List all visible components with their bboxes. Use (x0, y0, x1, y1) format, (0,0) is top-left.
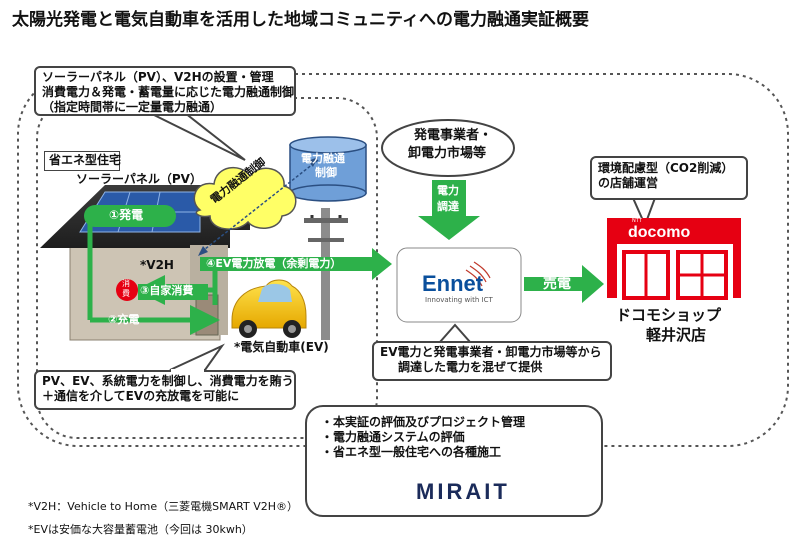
mirait-line: ・本実証の評価及びプロジェクト管理 (321, 415, 526, 429)
consumption-badge: 消 費 (116, 279, 138, 301)
callout-line: の店舗運営 (598, 176, 659, 190)
mirait-line: ・電力融通システムの評価 (321, 430, 465, 444)
market-label-line-2: 卸電力市場等 (408, 146, 487, 161)
db-label-line-2: 制御 (315, 166, 337, 179)
ennet-logo-mark (465, 261, 491, 287)
ev-discharge-label: ④EV電力放電（余剰電力） (206, 257, 342, 270)
market-label-line-1: 発電事業者・ (414, 128, 493, 143)
solar-panel-label: ソーラーパネル（PV） (76, 172, 202, 186)
ennet-tagline: Innovating with ICT (425, 296, 493, 304)
ev-discharge-arrow (200, 248, 392, 280)
callout-line: 環境配慮型（CO2削減） (598, 161, 734, 175)
store-name-line-2: 軽井沢店 (646, 326, 707, 344)
ennet-logo: Ennet (422, 271, 484, 296)
procure-label-line-1: 電力 (437, 184, 459, 197)
cloud-icon (193, 166, 297, 230)
database-icon (289, 136, 367, 202)
callout-pv-management: ソーラーパネル（PV）、V2Hの設置・管理 消費電力＆発電・蓄電量に応じた電力融… (34, 66, 296, 116)
ev-car-icon (231, 279, 307, 338)
ev-label: *電気自動車(EV) (234, 340, 329, 354)
mirait-box: ・本実証の評価及びプロジェクト管理 ・電力融通システムの評価 ・省エネ型一般住宅… (305, 405, 603, 517)
footnote-v2h: *V2H：Vehicle to Home（三菱電機SMART V2H®） (28, 500, 299, 513)
callout-line: PV、EV、系統電力を制御し、消費電力を賄う (42, 374, 294, 388)
mirait-line: ・省エネ型一般住宅への各種施工 (321, 445, 502, 459)
callout-line: 消費電力＆発電・蓄電量に応じた電力融通制御 (42, 85, 295, 99)
diagram-title: 太陽光発電と電気自動車を活用した地域コミュニティへの電力融通実証概要 (12, 10, 589, 30)
callout-line: EV電力と発電事業者・卸電力市場等から (380, 345, 602, 359)
callout-control: PV、EV、系統電力を制御し、消費電力を賄う ＋通信を介してEVの充放電を可能に (34, 370, 296, 410)
v2h-label: *V2H (140, 258, 174, 272)
docomo-prefix: NTT (632, 218, 642, 224)
utility-pole-icon (304, 208, 348, 340)
ennet-box (396, 247, 522, 323)
mirait-logo: MIRAIT (416, 479, 510, 504)
callout-ennet-mix: EV電力と発電事業者・卸電力市場等から 調達した電力を混ぜて提供 (372, 341, 612, 381)
callout-line: ＋通信を介してEVの充放電を可能に (42, 389, 240, 403)
callout-store: 環境配慮型（CO2削減） の店舗運営 (590, 156, 748, 200)
procure-label-line-2: 調達 (437, 200, 459, 213)
callout-line: 調達した電力を混ぜて提供 (398, 360, 543, 374)
market-ellipse (381, 119, 515, 177)
store-name-line-1: ドコモショップ (616, 306, 722, 324)
callout-line: （指定時間帯に一定量電力融通） (42, 100, 223, 114)
docomo-logo: docomo (628, 224, 691, 241)
charge-label: ②充電 (108, 313, 140, 326)
self-consumption-badge: ③自家消費 (138, 284, 208, 300)
sell-label: 売電 (543, 276, 571, 292)
generation-badge: ①発電 (84, 205, 176, 227)
docomo-shop-icon (607, 218, 741, 300)
house-label: 省エネ型住宅 (44, 151, 121, 171)
db-label-line-1: 電力融通 (301, 152, 345, 165)
callout-line: ソーラーパネル（PV）、V2Hの設置・管理 (42, 70, 274, 84)
footnote-ev: *EVは安価な大容量蓄電池（今回は 30kwh） (28, 523, 253, 536)
sell-arrow (524, 265, 604, 303)
procure-arrow (418, 180, 480, 240)
